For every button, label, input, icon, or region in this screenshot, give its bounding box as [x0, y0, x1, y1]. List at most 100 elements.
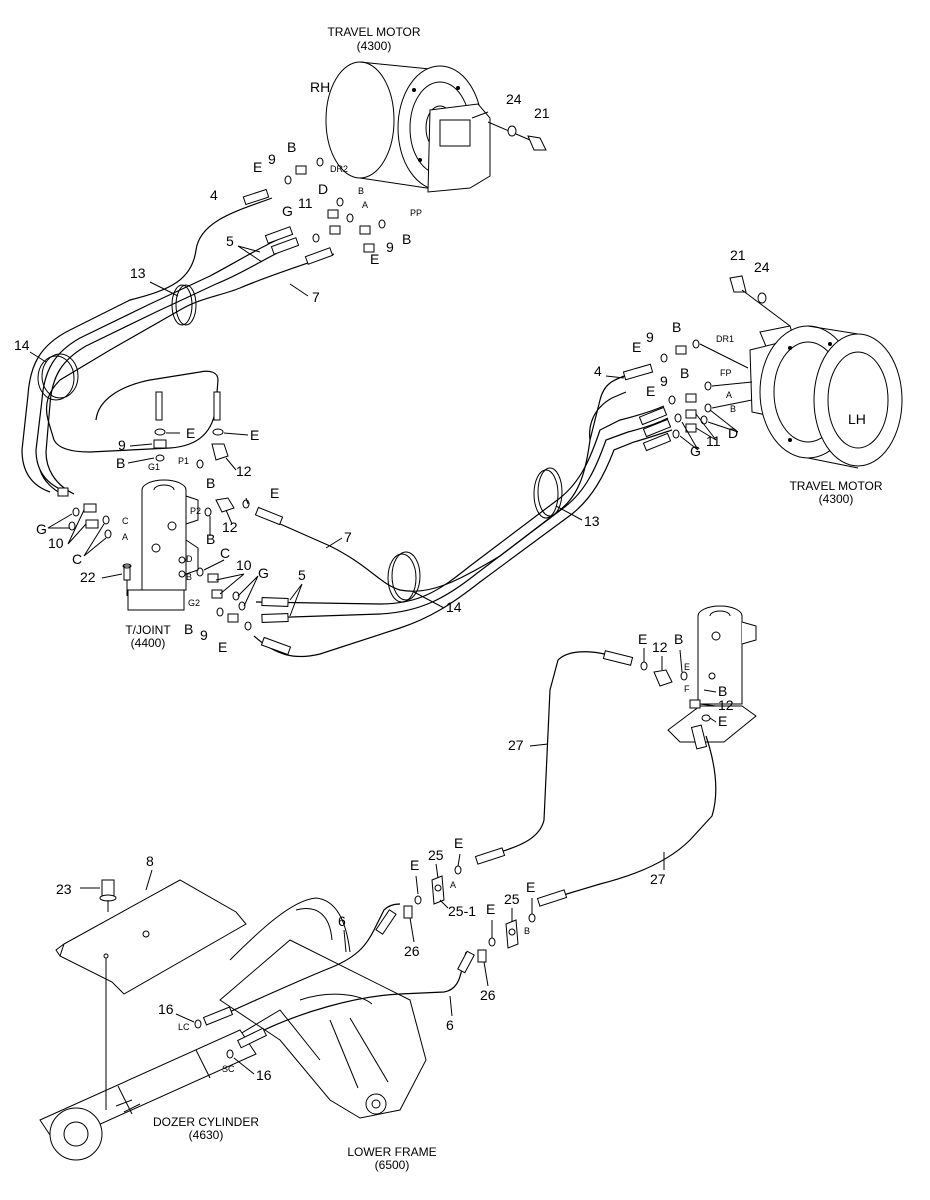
travel-motor-rh-side: RH — [310, 79, 330, 95]
turning-joint-1-drawing — [127, 479, 199, 611]
port-b-rh: B — [358, 186, 364, 196]
callout-12-3: 12 — [652, 639, 668, 655]
callout-14-1: 14 — [14, 337, 30, 353]
callout-24-lh: 24 — [754, 259, 770, 275]
callout-25-1-sub: 25-1 — [448, 903, 476, 919]
callout-13-2: 13 — [584, 513, 600, 529]
callout-21-lh: 21 — [730, 247, 746, 263]
tj-left-fittings — [39, 469, 112, 539]
callout-e-8: E — [646, 383, 655, 399]
rh-motor-fittings — [284, 157, 386, 253]
port-a-rh: A — [362, 200, 368, 210]
bracket-25-b — [477, 913, 536, 963]
hoses-6 — [202, 903, 475, 1049]
callout-12-2: 12 — [222, 519, 238, 535]
travel-motor-lh-side: LH — [848, 411, 866, 427]
callout-e-14: E — [526, 879, 535, 895]
port-d-tj: D — [186, 554, 193, 564]
callout-26-2: 26 — [480, 987, 496, 1003]
bracket-25-a — [403, 865, 462, 919]
callout-9-5: 9 — [646, 329, 654, 345]
cover-plate-8 — [55, 879, 247, 1110]
callout-e-11: E — [410, 857, 419, 873]
lh-motor-fittings — [660, 339, 753, 439]
callout-9-1: 9 — [268, 151, 276, 167]
callout-10-2: 10 — [236, 557, 252, 573]
callout-24-rh: 24 — [506, 91, 522, 107]
callout-7-2: 7 — [344, 529, 352, 545]
callout-11-1: 11 — [298, 195, 313, 211]
fitting-22 — [122, 563, 132, 596]
callout-9-2: 9 — [386, 239, 394, 255]
callout-g-1: G — [282, 203, 293, 219]
tj-right-fittings — [196, 567, 252, 631]
callout-b-10: B — [718, 683, 727, 699]
dozer-cylinder-drawing — [39, 1029, 257, 1161]
fittings-16 — [194, 1019, 234, 1059]
port-f-tj2: F — [684, 684, 690, 694]
callout-b-5: B — [206, 531, 215, 547]
callout-14-2: 14 — [446, 599, 462, 615]
callout-10-1: 10 — [48, 535, 64, 551]
port-c-tj: C — [122, 516, 129, 526]
port-g1: G1 — [148, 462, 160, 472]
callout-b-7: B — [672, 319, 681, 335]
callout-d-1: D — [318, 181, 328, 197]
port-g2: G2 — [188, 598, 200, 608]
callout-c-1: C — [72, 551, 82, 567]
callout-b-1: B — [287, 139, 296, 155]
callout-11-2: 11 — [706, 433, 721, 449]
callout-e-13: E — [486, 901, 495, 917]
callout-27-1: 27 — [508, 737, 524, 753]
tj-top-fittings — [153, 391, 250, 517]
port-dr2: DR2 — [330, 164, 348, 174]
lower-frame-drawing — [219, 897, 427, 1119]
dozer-cylinder-title: DOZER CYLINDER — [153, 1115, 259, 1129]
callout-9-4: 9 — [200, 627, 208, 643]
travel-motor-rh-drawing — [325, 61, 491, 193]
callout-b-8: B — [680, 365, 689, 381]
bolt-21-lh — [729, 275, 791, 327]
callout-b-4: B — [206, 475, 215, 491]
callout-7-1: 7 — [312, 289, 320, 305]
port-sc: SC — [222, 1064, 235, 1074]
turning-joint-1-code: (4400) — [131, 636, 166, 650]
callout-12-4: 12 — [718, 697, 734, 713]
travel-motor-lh-drawing — [749, 325, 903, 469]
port-p2: P2 — [190, 506, 201, 516]
upper-hose-bundle — [21, 188, 335, 495]
lower-frame-code: (6500) — [375, 1158, 410, 1172]
callout-e-4: E — [250, 427, 259, 443]
callout-9-3: 9 — [118, 437, 126, 453]
callout-4-1: 4 — [210, 187, 218, 203]
callout-e-9: E — [638, 631, 647, 647]
travel-motor-lh-title: TRAVEL MOTOR — [789, 479, 882, 493]
port-b-bracket: B — [524, 926, 530, 936]
callout-e-7: E — [632, 339, 641, 355]
callout-g-4: G — [690, 443, 701, 459]
callout-b-6: B — [184, 621, 193, 637]
callout-6-2: 6 — [446, 1017, 454, 1033]
callout-8: 8 — [146, 853, 154, 869]
callout-e-3: E — [186, 425, 195, 441]
callout-26-1: 26 — [404, 943, 420, 959]
dozer-cylinder-code: (4630) — [189, 1128, 224, 1142]
port-dr1: DR1 — [716, 334, 734, 344]
callout-e-1: E — [253, 159, 262, 175]
callout-d-2: D — [728, 425, 738, 441]
callout-9-6: 9 — [660, 373, 668, 389]
callout-6-1: 6 — [338, 913, 346, 929]
callout-12-1: 12 — [236, 463, 252, 479]
hose-27-pair — [474, 650, 717, 907]
callout-16-1: 16 — [158, 1001, 174, 1017]
port-pp: PP — [410, 208, 422, 218]
callout-5-2: 5 — [298, 567, 306, 583]
lower-frame-title: LOWER FRAME — [347, 1145, 436, 1159]
callout-e-12: E — [454, 835, 463, 851]
callout-g-3: G — [258, 565, 269, 581]
callout-e-10: E — [718, 713, 727, 729]
callout-g-2: G — [36, 521, 47, 537]
callout-25-1: 25 — [428, 847, 444, 863]
callout-c-2: C — [220, 545, 230, 561]
